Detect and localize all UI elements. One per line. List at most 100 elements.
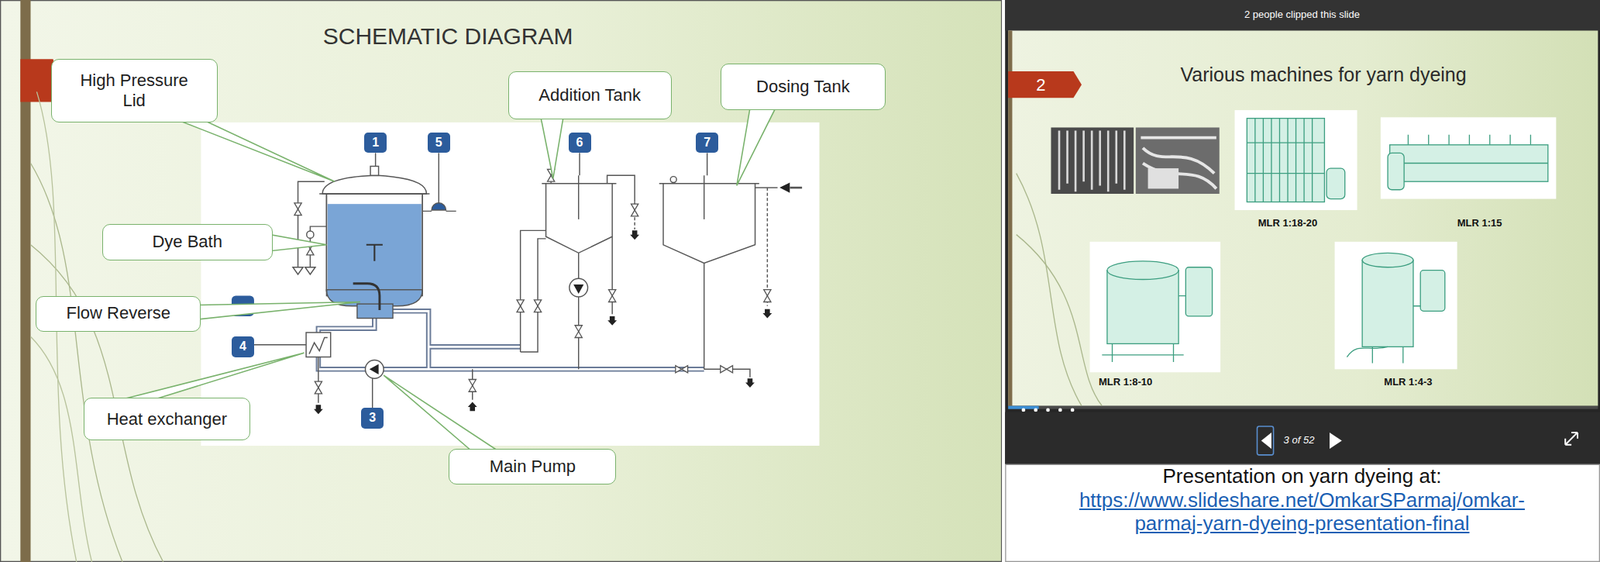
dyeing-machine-schematic bbox=[370, 165, 379, 176]
viewer-panel bbox=[1016, 234, 1103, 407]
viewer-controls bbox=[1033, 408, 1038, 413]
yarn-photo bbox=[1059, 130, 1125, 192]
dyeing-machine-schematic bbox=[745, 378, 755, 388]
dyeing-machine-schematic bbox=[231, 152, 802, 414]
viewer-panel bbox=[1004, 0, 1600, 31]
dyeing-machine-schematic bbox=[659, 182, 760, 184]
dyeing-machine-schematic bbox=[779, 182, 790, 193]
dyeing-machine-schematic bbox=[629, 230, 640, 240]
dyeing-machine-schematic bbox=[431, 203, 446, 210]
dyeing-machine-schematic bbox=[533, 299, 541, 313]
callout-label: Main Pump bbox=[489, 456, 576, 477]
dyeing-machine-schematic bbox=[520, 238, 547, 352]
dyeing-machine-schematic bbox=[467, 401, 478, 411]
dyeing-machine-schematic bbox=[371, 378, 373, 408]
dyeing-machine-schematic bbox=[763, 289, 771, 303]
dyeing-machine-schematic bbox=[670, 176, 677, 183]
ratio-label: MLR 1:18-20 bbox=[1258, 217, 1318, 230]
machine-drawing bbox=[1185, 267, 1212, 317]
dyeing-machine-schematic bbox=[573, 284, 584, 294]
viewer-panel bbox=[1008, 71, 1082, 98]
slide-number: 2 bbox=[1035, 75, 1046, 95]
machine-drawing bbox=[1246, 118, 1325, 203]
machine-drawing bbox=[1090, 241, 1222, 372]
machine-drawing bbox=[1390, 134, 1549, 164]
callout-label: Flow Reverse bbox=[66, 302, 171, 324]
viewer-panel bbox=[1004, 0, 1600, 465]
slide-background bbox=[200, 122, 819, 446]
viewer-controls bbox=[1261, 432, 1272, 449]
callout-number: 4 bbox=[231, 336, 255, 357]
slide-background bbox=[0, 0, 1002, 562]
viewer-panel bbox=[1001, 0, 1005, 562]
dyeing-machine-schematic bbox=[298, 181, 325, 268]
viewer-controls bbox=[1565, 432, 1578, 445]
dyeing-machine-schematic bbox=[569, 278, 589, 297]
callout-label: Addition Tank bbox=[538, 85, 641, 106]
dyeing-machine-schematic bbox=[609, 289, 616, 303]
callout-pointer bbox=[178, 120, 334, 182]
dyeing-machine-schematic bbox=[607, 175, 636, 202]
ratio-label: MLR 1:4-3 bbox=[1383, 376, 1432, 389]
callout-number: 1 bbox=[364, 132, 387, 153]
slide-background bbox=[0, 0, 1002, 562]
machine-drawing bbox=[1090, 110, 1557, 372]
viewer-panel bbox=[1001, 0, 1600, 562]
callout-pointer bbox=[383, 375, 499, 451]
viewer-controls bbox=[1008, 406, 1598, 410]
dyeing-machine-schematic bbox=[322, 175, 427, 194]
callout-pointer bbox=[120, 352, 304, 400]
callout-label: Heat exchanger bbox=[106, 409, 228, 430]
dyeing-machine-schematic bbox=[755, 186, 778, 188]
dyeing-machine-schematic bbox=[327, 203, 422, 294]
callout-box: Dye Bath bbox=[102, 223, 273, 260]
callout-label: Dye Bath bbox=[151, 231, 223, 252]
callout-box: High Pressure Lid bbox=[51, 58, 218, 123]
viewer-controls bbox=[1046, 408, 1050, 413]
machine-drawing bbox=[1420, 270, 1446, 312]
callout-number: 3 bbox=[361, 407, 384, 428]
dyeing-machine-schematic bbox=[369, 364, 379, 375]
ratio-label: MLR 1:15 bbox=[1457, 217, 1503, 230]
yarn-photo bbox=[1135, 127, 1220, 194]
machine-drawing bbox=[1346, 306, 1421, 364]
dyeing-machine-schematic bbox=[294, 203, 302, 216]
dyeing-machine-schematic bbox=[422, 210, 456, 212]
callout-box: Dosing Tank bbox=[720, 63, 886, 111]
callout-label: Dosing Tank bbox=[756, 76, 850, 97]
machine-drawing bbox=[1362, 260, 1414, 348]
machine-drawing bbox=[1326, 168, 1346, 199]
viewer-controls bbox=[1070, 408, 1075, 413]
machine-drawing bbox=[1235, 110, 1358, 210]
callout-pointer bbox=[199, 301, 361, 319]
machine-drawing bbox=[1362, 252, 1414, 267]
callout-box: Addition Tank bbox=[508, 71, 672, 120]
dyeing-machine-schematic bbox=[762, 309, 772, 319]
dyeing-machine-schematic bbox=[292, 267, 303, 275]
dyeing-machine-schematic bbox=[317, 357, 319, 403]
callout-box: Heat exchanger bbox=[83, 397, 251, 441]
machine-drawing bbox=[1107, 261, 1179, 280]
callout-pointer bbox=[540, 116, 564, 179]
dyeing-machine-schematic bbox=[305, 267, 316, 275]
dyeing-machine-schematic bbox=[326, 193, 423, 296]
dyeing-machine-schematic bbox=[306, 332, 331, 358]
dyeing-machine-schematic bbox=[353, 283, 380, 310]
viewer-panel bbox=[1008, 30, 1598, 406]
dyeing-machine-schematic bbox=[516, 299, 524, 313]
dyeing-machine-schematic bbox=[706, 152, 708, 176]
machine-drawing bbox=[1387, 152, 1404, 190]
viewer-controls bbox=[1058, 408, 1063, 413]
dyeing-machine-schematic bbox=[314, 381, 322, 394]
dyeing-machine-schematic bbox=[357, 303, 393, 318]
yarn-photo bbox=[1148, 168, 1180, 189]
viewer-controls bbox=[1004, 412, 1600, 465]
clip-count-text: 2 people clipped this slide bbox=[1244, 9, 1360, 21]
dyeing-machine-schematic bbox=[611, 236, 613, 314]
dyeing-machine-schematic bbox=[254, 344, 307, 345]
slide-background bbox=[0, 0, 1002, 562]
caption-panel bbox=[1005, 464, 1600, 561]
machine-drawing bbox=[1380, 116, 1557, 199]
callout-label: High Pressure Lid bbox=[72, 70, 196, 112]
